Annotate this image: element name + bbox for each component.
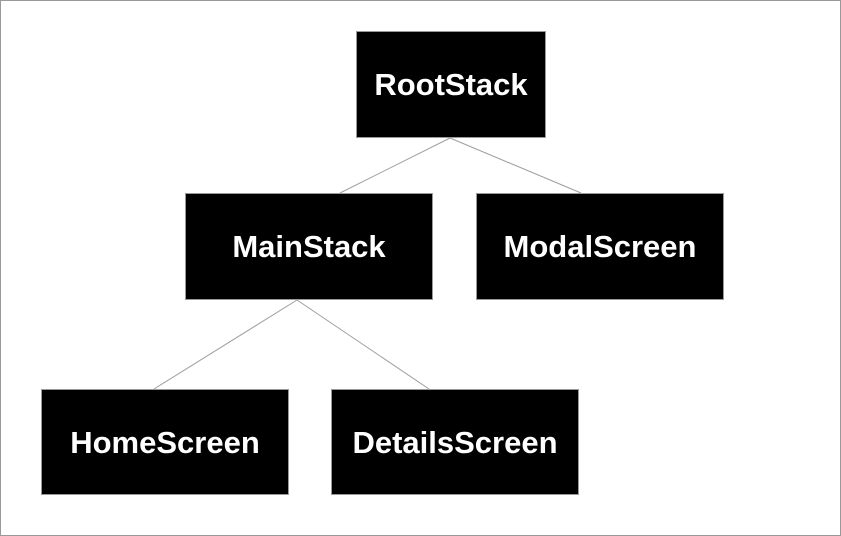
edge-rootstack-to-modalscreen bbox=[449, 137, 582, 194]
edge-mainstack-to-detailsscreen bbox=[296, 299, 430, 390]
edge-rootstack-to-mainstack bbox=[339, 137, 451, 194]
node-label: DetailsScreen bbox=[352, 424, 558, 460]
edge-mainstack-to-homescreen bbox=[153, 299, 298, 390]
node-homescreen: HomeScreen bbox=[41, 389, 289, 495]
node-rootstack: RootStack bbox=[356, 31, 546, 138]
node-label: RootStack bbox=[374, 67, 528, 102]
node-label: ModalScreen bbox=[503, 229, 697, 264]
node-label: MainStack bbox=[232, 229, 386, 264]
node-modalscreen: ModalScreen bbox=[476, 193, 724, 300]
node-mainstack: MainStack bbox=[185, 193, 433, 300]
node-label: HomeScreen bbox=[70, 424, 260, 460]
node-detailsscreen: DetailsScreen bbox=[331, 389, 579, 495]
